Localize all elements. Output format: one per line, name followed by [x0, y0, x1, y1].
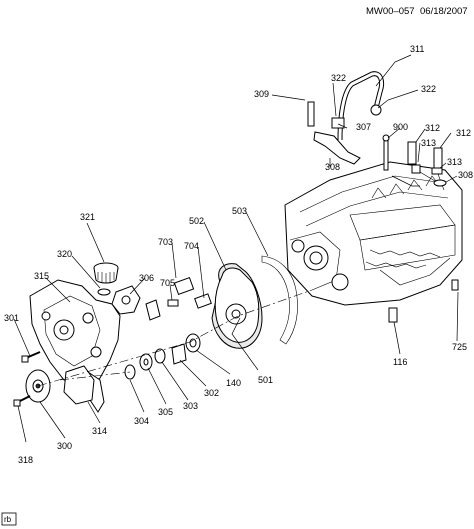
gasket-314-icon — [63, 365, 95, 405]
bolt-116-icon — [388, 307, 398, 323]
top-fasteners — [382, 134, 447, 191]
callout-140: 140 — [226, 378, 241, 388]
callout-312-left: 312 — [425, 123, 440, 133]
callout-302: 302 — [204, 388, 219, 398]
callout-725: 725 — [452, 342, 467, 352]
oil-filter-cap — [93, 262, 119, 296]
washer-308-icon — [433, 179, 447, 187]
callout-704: 704 — [184, 241, 199, 251]
callout-309: 309 — [254, 89, 269, 99]
bolt-301 — [21, 351, 41, 363]
tube-clip-icon — [331, 117, 345, 129]
callout-321: 321 — [80, 212, 95, 222]
diagram-date: 06/18/2007 — [420, 6, 468, 17]
flange-306 — [111, 285, 141, 315]
callout-308-left: 308 — [325, 162, 340, 172]
oil-pump — [29, 279, 121, 413]
ring-303-icon — [154, 348, 166, 364]
callout-318: 318 — [18, 455, 33, 465]
callout-703: 703 — [158, 237, 173, 247]
callout-116: 116 — [393, 357, 407, 367]
callout-labels: 311 322 322 309 307 900 312 312 313 313 … — [4, 44, 473, 465]
bolt-309-icon — [307, 101, 315, 127]
callout-705: 705 — [160, 278, 175, 288]
callout-301: 301 — [4, 313, 19, 323]
callout-501: 501 — [258, 375, 273, 385]
cam-sensor — [167, 276, 212, 309]
callout-311: 311 — [410, 44, 424, 54]
callout-305: 305 — [158, 407, 173, 417]
callout-313-right: 313 — [447, 157, 462, 167]
corner-badge: rb — [1, 512, 17, 526]
bolt-318 — [13, 395, 31, 407]
plug-725-icon — [451, 279, 459, 291]
callout-312-right: 312 — [456, 128, 471, 138]
leader-lines — [13, 54, 459, 443]
callout-315: 315 — [34, 271, 49, 281]
front-cover — [211, 255, 298, 349]
callout-322-right: 322 — [421, 84, 436, 94]
dipstick-tube — [307, 71, 385, 165]
callout-314: 314 — [92, 426, 107, 436]
callout-304: 304 — [134, 416, 149, 426]
callout-300: 300 — [57, 441, 72, 451]
bolt-312a-icon — [407, 141, 417, 165]
gasket-306-icon — [145, 299, 161, 321]
seals — [124, 333, 201, 380]
diagram-code: MW00–057 — [366, 6, 415, 17]
engine-block — [284, 161, 463, 306]
callout-306: 306 — [139, 273, 154, 283]
callout-320: 320 — [57, 249, 72, 259]
callout-322-top: 322 — [331, 73, 346, 83]
callout-308-right: 308 — [458, 170, 473, 180]
callout-502: 502 — [189, 216, 204, 226]
callout-303: 303 — [183, 401, 198, 411]
bolt-312b-icon — [433, 147, 443, 169]
callout-307: 307 — [356, 122, 371, 132]
corner-badge-text: rb — [4, 515, 12, 524]
sensor-900-icon — [383, 139, 389, 171]
bracket-icon — [313, 131, 361, 165]
callout-503: 503 — [232, 206, 247, 216]
callout-313-left: 313 — [421, 138, 436, 148]
seal-320-icon — [97, 288, 111, 296]
callout-900: 900 — [393, 122, 408, 132]
gasket-503-icon — [261, 255, 298, 345]
sprocket-302-icon — [171, 343, 187, 365]
